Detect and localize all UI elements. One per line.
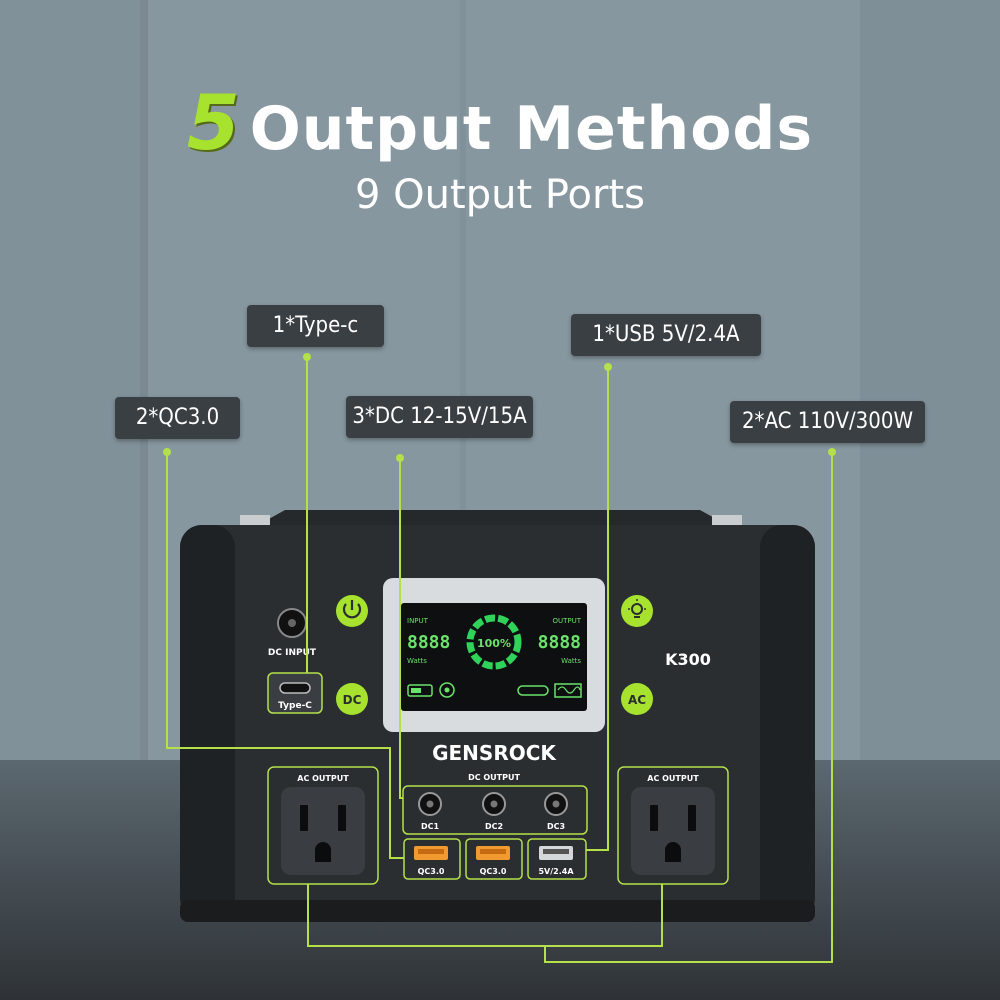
model-label: K300: [665, 650, 711, 669]
ac-slot: [338, 805, 346, 831]
dc-port-2-label: DC2: [485, 822, 503, 831]
lcd-dc-icon: [439, 682, 455, 698]
dc-port-3: [544, 792, 568, 816]
lcd-output-value: 8888: [538, 632, 581, 653]
lcd-output-label: OUTPUT: [552, 617, 581, 625]
ac-button-label: AC: [628, 693, 646, 707]
dc-port-1: [418, 792, 442, 816]
dc-input-label: DC INPUT: [268, 648, 317, 658]
dc-port-1-label: DC1: [421, 822, 440, 831]
lcd-usb-icon: [407, 684, 433, 697]
ac-slot: [300, 805, 308, 831]
ac-output-right-label: AC OUTPUT: [647, 774, 699, 783]
headline-subtitle: 9 Output Ports: [355, 172, 645, 218]
usb-5v-port: 5V/2.4A: [527, 838, 587, 880]
usb-qc-port-1: QC3.0: [403, 838, 461, 880]
battery-percent: 100%: [477, 637, 511, 650]
ac-output-left-label: AC OUTPUT: [297, 774, 349, 783]
type-c-label: Type-C: [278, 701, 312, 711]
power-button[interactable]: [336, 595, 368, 627]
type-c-tag: 1*Type-c: [247, 305, 384, 347]
dc-output-label: DC OUTPUT: [468, 773, 520, 782]
ac-outlet-right: AC OUTPUT: [617, 766, 729, 885]
dc-tag: 3*DC 12-15V/15A: [346, 396, 533, 438]
ac-ground: [315, 842, 331, 862]
usb-tag: 1*USB 5V/2.4A: [571, 314, 761, 356]
ac-slot: [650, 805, 658, 831]
dc-port-2: [482, 792, 506, 816]
ac-ground: [665, 842, 681, 862]
device-base: [180, 900, 815, 922]
headline-number: 5: [186, 78, 240, 167]
lcd-output-unit: Watts: [561, 657, 581, 665]
dc-port-3-label: DC3: [547, 822, 565, 831]
dc-button-label: DC: [343, 693, 362, 707]
dc-button[interactable]: DC: [336, 683, 368, 715]
battery-ring: [466, 614, 522, 670]
right-side-panel: [760, 525, 815, 920]
usb-qc-port-2-label: QC3.0: [480, 867, 507, 876]
qc-tag: 2*QC3.0: [115, 397, 240, 439]
light-button[interactable]: [621, 595, 653, 627]
usb-5v-port-label: 5V/2.4A: [538, 867, 574, 876]
lcd-input-value: 8888: [407, 632, 450, 653]
headline: 5 Output Methods: [0, 78, 1000, 167]
brand-logo: GENSROCK: [432, 741, 557, 765]
ac-button[interactable]: AC: [621, 683, 653, 715]
ac-outlet-left: AC OUTPUT: [267, 766, 379, 885]
usb-qc-port-1-label: QC3.0: [418, 867, 445, 876]
type-c-port: [279, 682, 311, 694]
lcd-screen: [401, 603, 587, 711]
usb-qc-port-2: QC3.0: [465, 838, 523, 880]
lcd-input-label: INPUT: [407, 617, 429, 625]
ac-slot: [688, 805, 696, 831]
ac-tag: 2*AC 110V/300W: [730, 401, 925, 443]
lcd-input-unit: Watts: [407, 657, 427, 665]
dc-input-pin: [288, 619, 296, 627]
left-side-panel: [180, 525, 235, 920]
headline-title: Output Methods: [249, 94, 814, 164]
